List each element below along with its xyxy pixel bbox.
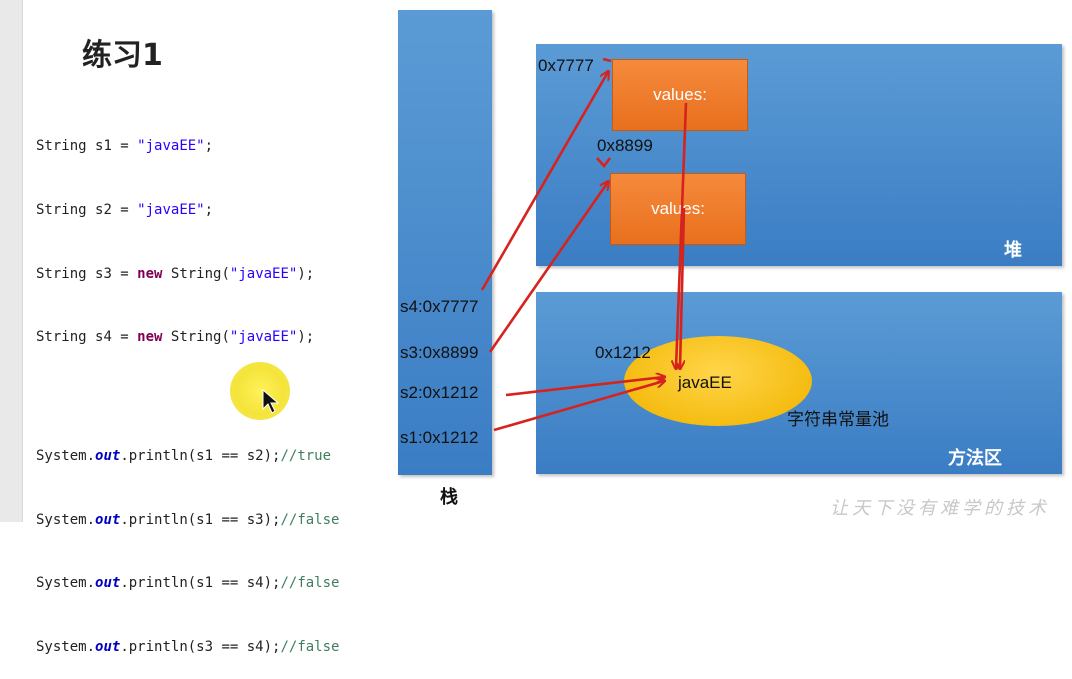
arrow-values1-to-pool <box>676 102 688 368</box>
code-line: String s4 = new String("javaEE"); <box>36 329 315 346</box>
address-tick <box>596 157 612 169</box>
heap-object-s4: values: <box>612 59 748 131</box>
address-tick <box>602 57 612 63</box>
code-line: System.out.println(s3 == s4);//false <box>36 638 340 655</box>
stack-entry-s3: s3:0x8899 <box>400 343 479 362</box>
stack-entry-s2: s2:0x1212 <box>400 383 479 402</box>
string-literal: javaEE <box>678 373 732 392</box>
reference-arrows <box>480 57 688 432</box>
arrow-s1-to-pool <box>493 381 664 432</box>
mouse-pointer-icon <box>262 389 280 414</box>
code-line: String s2 = "javaEE"; <box>36 202 214 218</box>
method-area-label: 方法区 <box>948 448 1002 469</box>
arrow-s3-to-0x8899 <box>488 182 608 353</box>
stack-entry-s1: s1:0x1212 <box>400 428 479 447</box>
stack-area <box>398 10 492 475</box>
stack-label: 栈 <box>440 487 458 508</box>
pool-label: 字符串常量池 <box>787 410 889 430</box>
heap-label: 堆 <box>1004 240 1022 261</box>
slide-left-margin <box>0 0 23 522</box>
watermark: 让天下没有难学的技术 <box>830 498 1050 519</box>
pool-address-label: 0x1212 <box>595 343 651 362</box>
heap-address-label: 0x7777 <box>538 56 594 75</box>
heap-address-label: 0x8899 <box>597 136 653 155</box>
cursor-highlight <box>230 362 290 420</box>
code-line: String s1 = "javaEE"; <box>36 138 214 155</box>
code-line: String s3 = new String("javaEE"); <box>36 265 315 282</box>
slide-title: 练习1 <box>82 38 163 73</box>
stack-entry-s4: s4:0x7777 <box>400 297 479 316</box>
heap-object-s3: values: <box>610 173 746 245</box>
code-line: System.out.println(s1 == s4);//false <box>36 575 340 592</box>
arrow-s2-to-pool <box>505 377 664 397</box>
arrow-s4-to-0x7777 <box>480 72 608 291</box>
code-line: System.out.println(s1 == s2);//true <box>36 448 332 465</box>
arrow-values2-to-pool <box>680 207 686 368</box>
